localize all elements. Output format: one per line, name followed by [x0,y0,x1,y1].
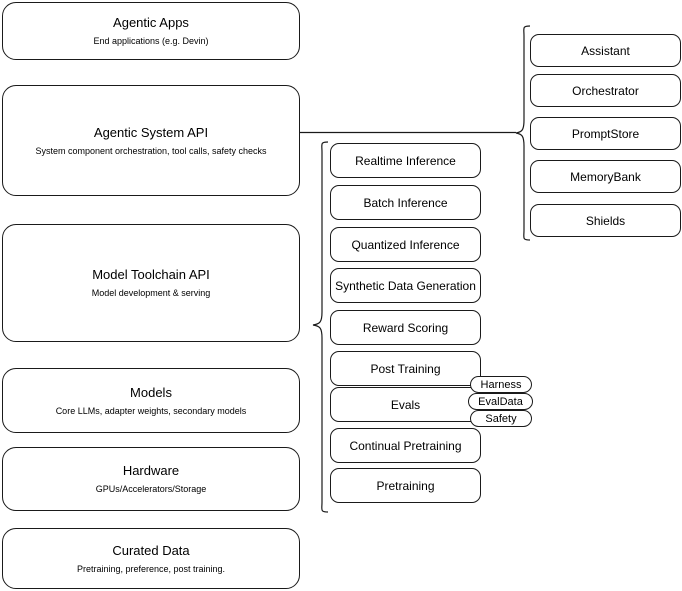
service-label: Pretraining [376,478,435,493]
layer-subtitle: End applications (e.g. Devin) [93,36,209,46]
layer-box-agentic-apps[interactable]: Agentic Apps End applications (e.g. Devi… [2,2,300,60]
component-box-shields[interactable]: Shields [530,204,681,237]
service-box-synthetic-data-generation[interactable]: Synthetic Data Generation [330,268,481,303]
layer-box-agentic-system-api[interactable]: Agentic System API System component orch… [2,85,300,196]
service-box-quantized-inference[interactable]: Quantized Inference [330,227,481,262]
layer-title: Curated Data [112,542,190,558]
layer-subtitle: Model development & serving [91,288,211,298]
layer-title: Hardware [122,463,180,478]
component-label: MemoryBank [570,169,641,184]
service-label: Batch Inference [363,195,448,210]
layer-subtitle: GPUs/Accelerators/Storage [95,484,207,494]
layer-title: Model Toolchain API [92,267,210,282]
service-box-reward-scoring[interactable]: Reward Scoring [330,310,481,345]
service-label: Continual Pretraining [349,438,462,453]
service-box-realtime-inference[interactable]: Realtime Inference [330,143,481,178]
eval-badge-label: Safety [485,412,517,425]
layer-box-curated-data[interactable]: Curated Data Pretraining, preference, po… [2,528,300,589]
layer-subtitle: System component orchestration, tool cal… [35,145,267,156]
layer-title: Agentic System API [93,124,209,140]
component-box-assistant[interactable]: Assistant [530,34,681,67]
component-box-memorybank[interactable]: MemoryBank [530,160,681,193]
service-box-batch-inference[interactable]: Batch Inference [330,185,481,220]
component-box-promptstore[interactable]: PromptStore [530,117,681,150]
layer-subtitle: Pretraining, preference, post training. [76,563,226,574]
eval-badge-label: EvalData [478,395,523,408]
component-label: Shields [585,213,626,228]
brace-agentic-components [515,25,531,241]
layer-box-hardware[interactable]: Hardware GPUs/Accelerators/Storage [2,447,300,511]
eval-badge-label: Harness [480,378,522,391]
layer-box-models[interactable]: Models Core LLMs, adapter weights, secon… [2,368,300,433]
layer-subtitle: Core LLMs, adapter weights, secondary mo… [55,405,247,416]
service-box-pretraining[interactable]: Pretraining [330,468,481,503]
eval-badge-harness[interactable]: Harness [470,376,532,393]
component-box-orchestrator[interactable]: Orchestrator [530,74,681,107]
brace-toolchain-services [312,141,329,513]
service-box-continual-pretraining[interactable]: Continual Pretraining [330,428,481,463]
service-label: Evals [390,397,421,412]
service-box-evals[interactable]: Evals [330,387,481,422]
eval-badge-safety[interactable]: Safety [470,410,532,427]
service-label: Reward Scoring [362,320,449,335]
layer-box-model-toolchain-api[interactable]: Model Toolchain API Model development & … [2,224,300,342]
service-label: Post Training [370,361,441,376]
service-box-post-training[interactable]: Post Training [330,351,481,386]
component-label: Assistant [581,43,630,58]
eval-badge-evaldata[interactable]: EvalData [468,393,533,410]
component-label: Orchestrator [572,83,639,98]
component-label: PromptStore [571,126,640,141]
connector-line-agentic-system-api [300,131,516,134]
layer-title: Models [130,384,172,400]
service-label: Synthetic Data Generation [335,278,476,293]
service-label: Realtime Inference [355,153,456,168]
service-label: Quantized Inference [351,237,460,252]
layer-title: Agentic Apps [113,15,189,30]
